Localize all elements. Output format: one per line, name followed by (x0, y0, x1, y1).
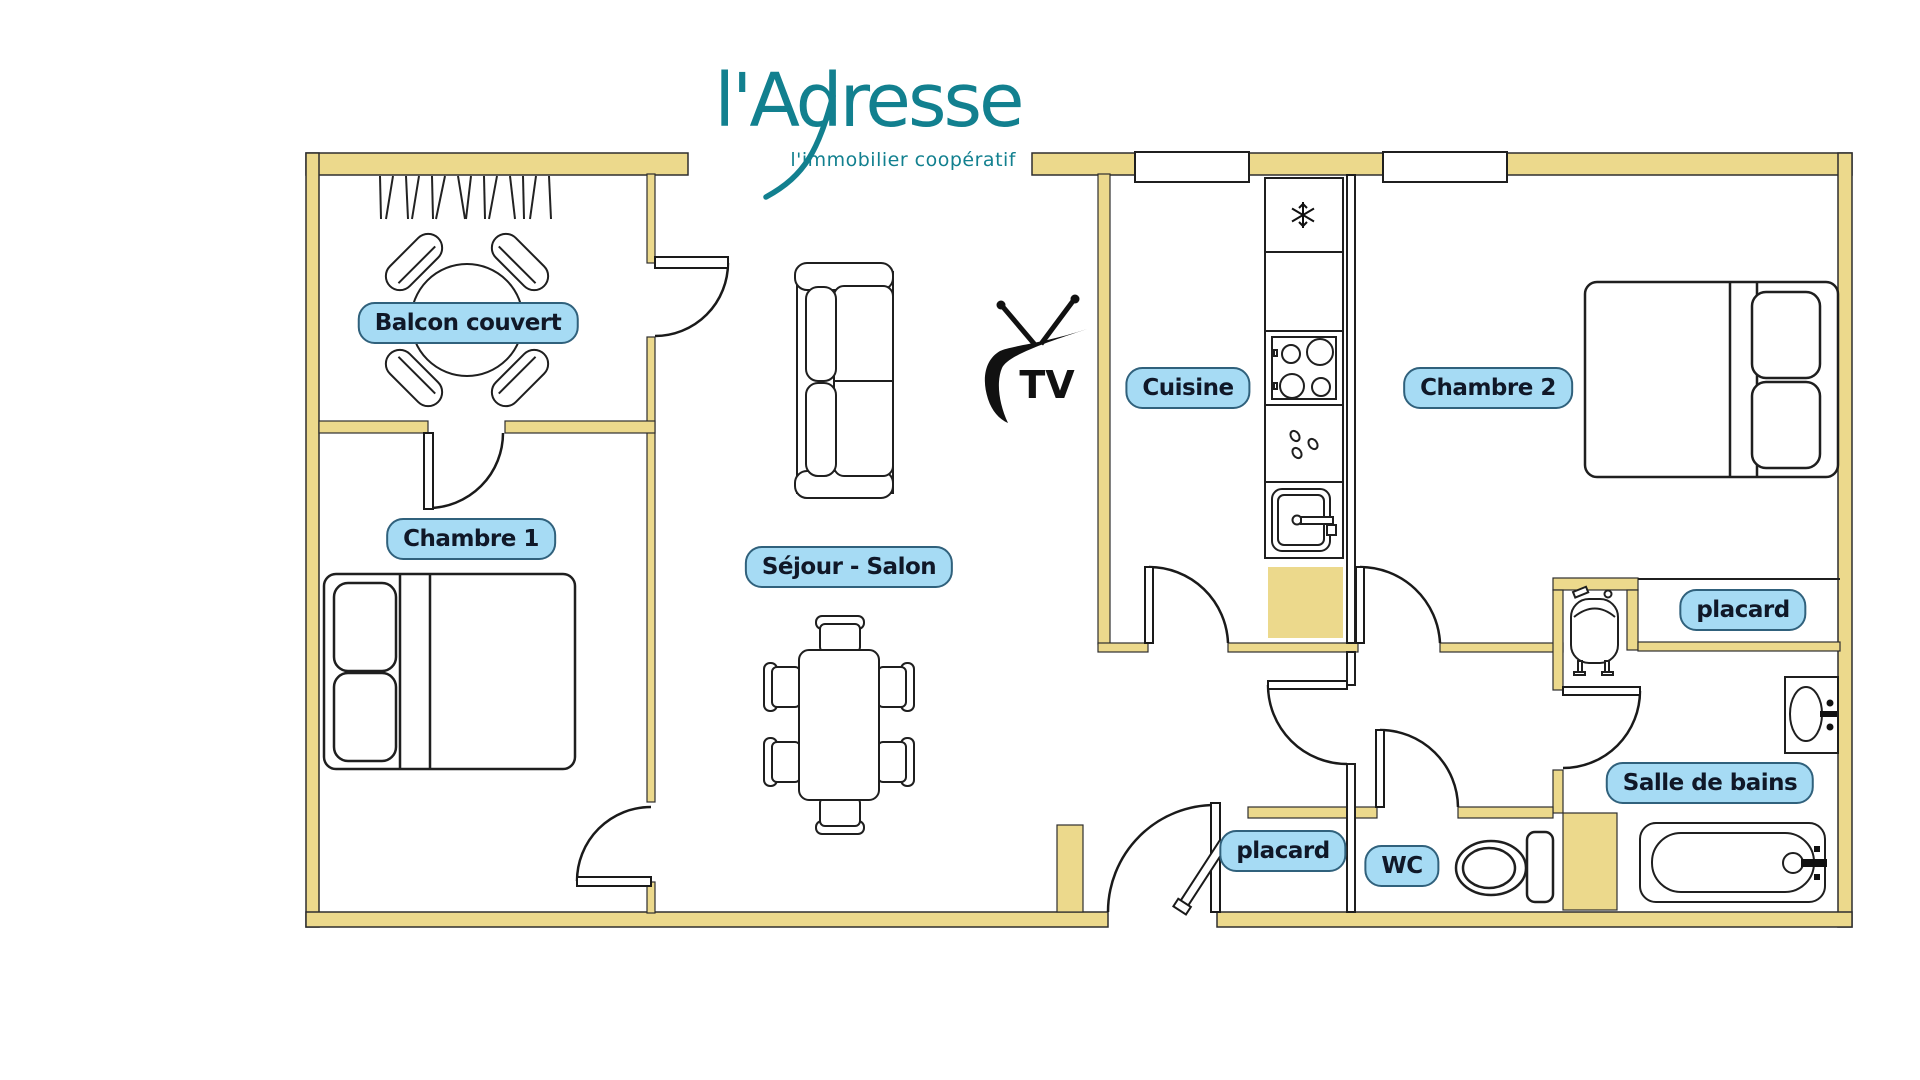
room-label-balcon: Balcon couvert (357, 302, 579, 344)
door-swing-icon (423, 432, 505, 510)
dining-set (763, 615, 915, 835)
kitchen-column (1264, 177, 1344, 559)
logo-subtitle: l'immobilier coopératif (790, 149, 1016, 171)
kitchen-sink-icon (1271, 488, 1337, 552)
door-swing-icon (575, 805, 652, 887)
chair-icon (877, 662, 915, 712)
doors (423, 256, 1642, 916)
room-label-chambre-1: Chambre 1 (386, 518, 556, 560)
door-swing-icon (1375, 728, 1460, 808)
stove-burners-icon (1271, 336, 1337, 400)
chair-icon (490, 348, 550, 408)
washbasin-icon (1784, 676, 1839, 754)
sofa-icon (794, 262, 894, 499)
chair-icon (815, 797, 865, 835)
dining-table-icon (798, 649, 880, 801)
water-drops-icon (1289, 429, 1319, 460)
chair-icon (384, 348, 444, 408)
chair-icon (384, 232, 444, 292)
room-label-placard-right: placard (1679, 589, 1807, 631)
interior-walls (318, 173, 1841, 914)
chair-icon (877, 737, 915, 787)
room-label-placard-bottom: placard (1219, 830, 1347, 872)
logo-title: l'Adresse (714, 58, 1024, 144)
double-bed-icon (1583, 280, 1840, 479)
door-swing-icon (1355, 565, 1442, 644)
outer-walls (305, 152, 1853, 928)
door-swing-icon (1562, 686, 1642, 770)
toilet-icon (1454, 830, 1555, 904)
tv-label: TV (1019, 363, 1075, 407)
room-label-sejour-salon: Séjour - Salon (744, 546, 954, 588)
tv-icon: TV (984, 294, 1087, 423)
room-label-cuisine: Cuisine (1125, 367, 1251, 409)
room-label-chambre-2: Chambre 2 (1403, 367, 1573, 409)
chair-icon (815, 615, 865, 653)
cabinet-icon (1264, 251, 1344, 332)
bathtub-icon (1639, 822, 1827, 903)
kitchen-counter-block (1268, 567, 1343, 638)
thin-partition-walls (1346, 174, 1356, 913)
logo-swoosh-icon (763, 93, 836, 200)
entrance-door-icon (1106, 802, 1221, 913)
placard-open-door-icon (1171, 838, 1229, 916)
room-label-wc: WC (1364, 845, 1440, 887)
door-swing-icon (1144, 565, 1230, 644)
chair-icon (763, 662, 801, 712)
fridge-snowflake-icon (1291, 202, 1315, 228)
water-heater-icon (1570, 585, 1619, 676)
drops-box (1264, 404, 1344, 483)
balcony-hatching-icon (379, 175, 552, 220)
double-bed-icon (322, 572, 577, 771)
room-label-salle-de-bains: Salle de bains (1605, 762, 1815, 804)
door-swing-icon (654, 256, 730, 338)
chair-icon (763, 737, 801, 787)
window-icon (1134, 151, 1508, 183)
door-swing-icon (1266, 680, 1348, 766)
